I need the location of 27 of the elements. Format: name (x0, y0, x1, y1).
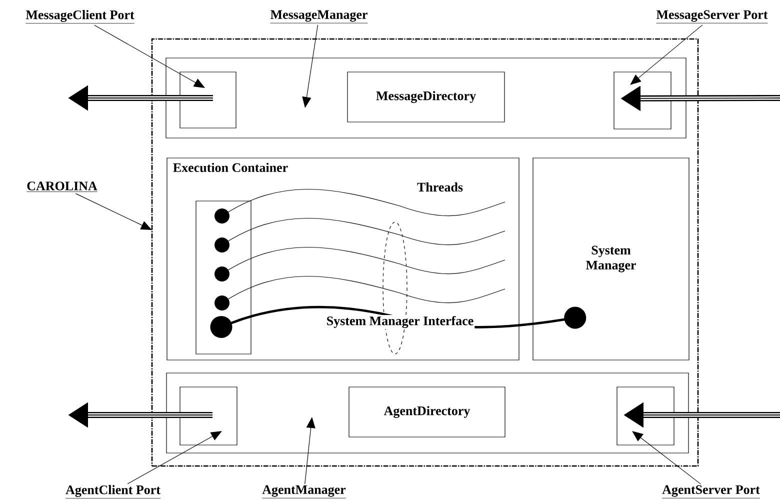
component-box: AgentDirectory (348, 386, 506, 438)
leader-line (75, 193, 152, 230)
system-frame (151, 38, 699, 467)
callout-label: MessageManager (270, 10, 368, 24)
component-box: MessageDirectory (347, 72, 505, 122)
leader-line (304, 417, 316, 484)
thread-column (196, 200, 252, 354)
callout-label: CAROLINA (26, 182, 98, 192)
callout-label: MessageClient Port (25, 10, 135, 24)
component-box: System Manager (532, 158, 690, 360)
manager-band (166, 372, 689, 454)
port-box (614, 72, 672, 130)
manager-band (166, 58, 686, 138)
callout-label: AgentServer Port (662, 485, 760, 498)
threads-label: Threads (417, 182, 463, 192)
leader-line (302, 24, 318, 108)
port-box (180, 386, 238, 446)
edge-label: System Manager Interface (325, 314, 475, 329)
port-box (616, 386, 674, 446)
leader-line (94, 24, 205, 88)
port-box (180, 72, 236, 128)
leader-line (632, 431, 702, 484)
callout-label: AgentManager (262, 485, 346, 498)
callout-label: AgentClient Port (65, 485, 161, 499)
leader-line (127, 431, 222, 484)
leader-line (630, 24, 703, 85)
callout-label: MessageServer Port (656, 10, 768, 24)
